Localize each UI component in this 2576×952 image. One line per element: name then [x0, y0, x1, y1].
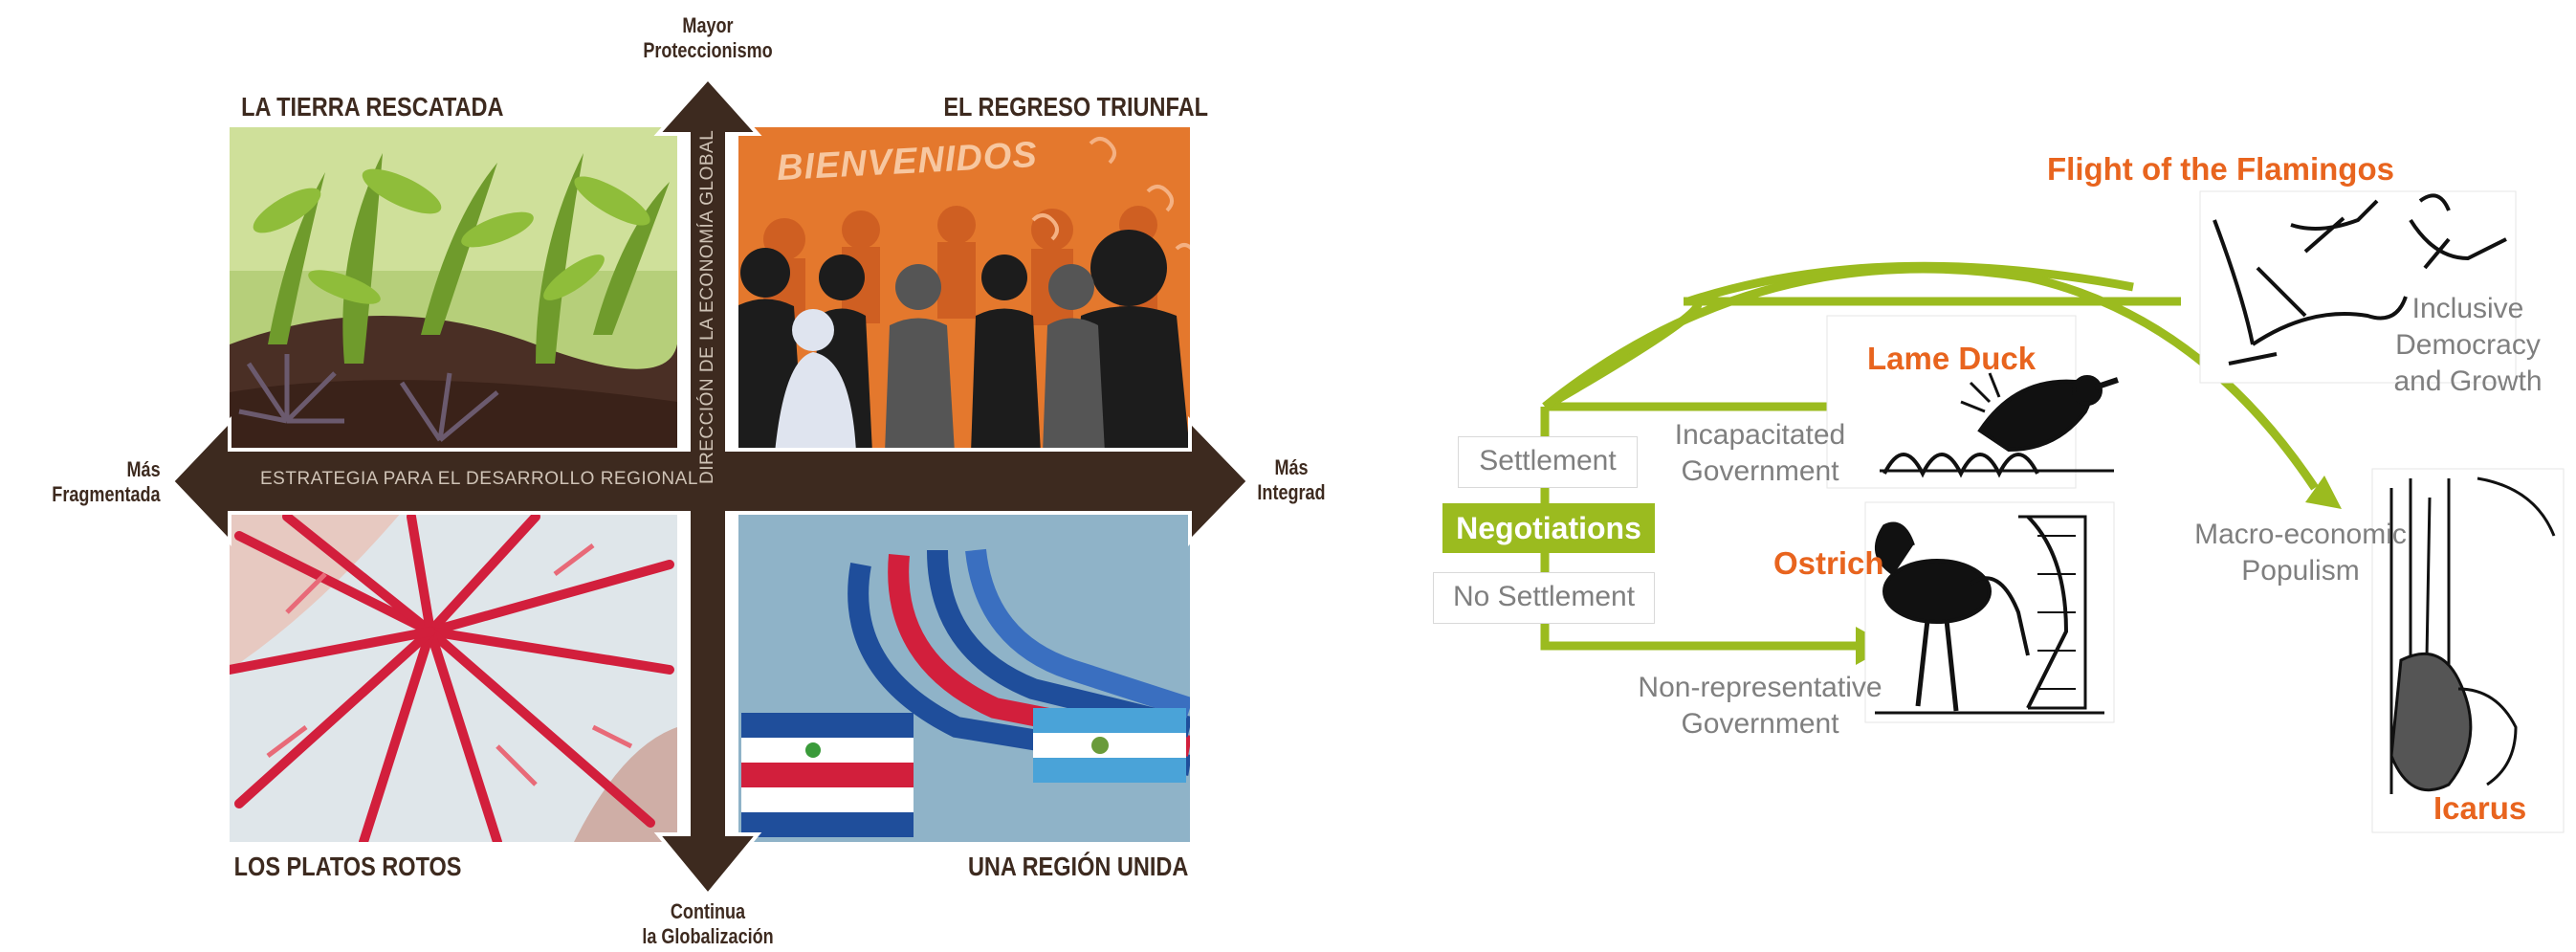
quadrant-title-top-left: LA TIERRA RESCATADA	[241, 92, 504, 122]
scenario-title-ostrich: Ostrich	[1773, 545, 1884, 581]
macro-economic-populism-label: Macro-economic Populism	[2194, 519, 2407, 587]
quadrant-image-regreso-triunfal	[738, 127, 1190, 453]
scenario-flow: Settlement Negotiations No Settlement In…	[1358, 0, 2576, 952]
quadrant-image-region-unida	[738, 512, 1190, 842]
inclusive-democracy-label: Inclusive Democracy and Growth	[2393, 293, 2543, 397]
vertical-axis-inner-label: DIRECCIÓN DE LA ECONOMÍA GLOBAL	[697, 129, 717, 484]
quadrant-title-bottom-right: UNA REGIÓN UNIDA	[967, 852, 1189, 881]
axis-top-label: Mayor Proteccionismo	[643, 13, 773, 62]
scenario-title-flamingos: Flight of the Flamingos	[2047, 151, 2394, 187]
lame-duck-illustration	[1880, 372, 2119, 478]
quadrant-title-top-right: EL REGRESO TRIUNFAL	[943, 92, 1208, 122]
incapacitated-government-label: Incapacitated Government	[1674, 419, 1846, 487]
quadrant-title-bottom-left: LOS PLATOS ROTOS	[233, 852, 462, 881]
axis-right-label: Más Integrad	[1257, 455, 1326, 504]
ostrich-illustration	[1875, 515, 2104, 715]
horizontal-axis-inner-label: ESTRATEGIA PARA EL DESARROLLO REGIONAL	[260, 469, 698, 489]
settlement-box: Settlement	[1458, 436, 1638, 488]
scenario-title-icarus: Icarus	[2433, 790, 2527, 826]
axis-bottom-label: Continua la Globalización	[642, 899, 774, 948]
no-settlement-box: No Settlement	[1433, 572, 1655, 624]
non-representative-government-label: Non-representative Government	[1638, 672, 1882, 740]
flow-arrows	[1540, 190, 2565, 833]
scenario-title-lame-duck: Lame Duck	[1867, 341, 2037, 376]
axis-left-label: Más Fragmentada	[52, 457, 161, 506]
icarus-illustration	[2389, 476, 2556, 794]
quadrant-image-platos-rotos	[230, 512, 677, 842]
negotiations-box: Negotiations	[1442, 503, 1655, 553]
quadrant-image-tierra-rescatada	[230, 127, 677, 453]
flamingos-illustration	[2213, 193, 2507, 365]
axis-arrows	[169, 76, 1251, 898]
scenario-matrix: ESTRATEGIA PARA EL DESARROLLO REGIONAL D…	[52, 13, 1326, 948]
scenario-matrix-graphics	[169, 76, 1251, 898]
